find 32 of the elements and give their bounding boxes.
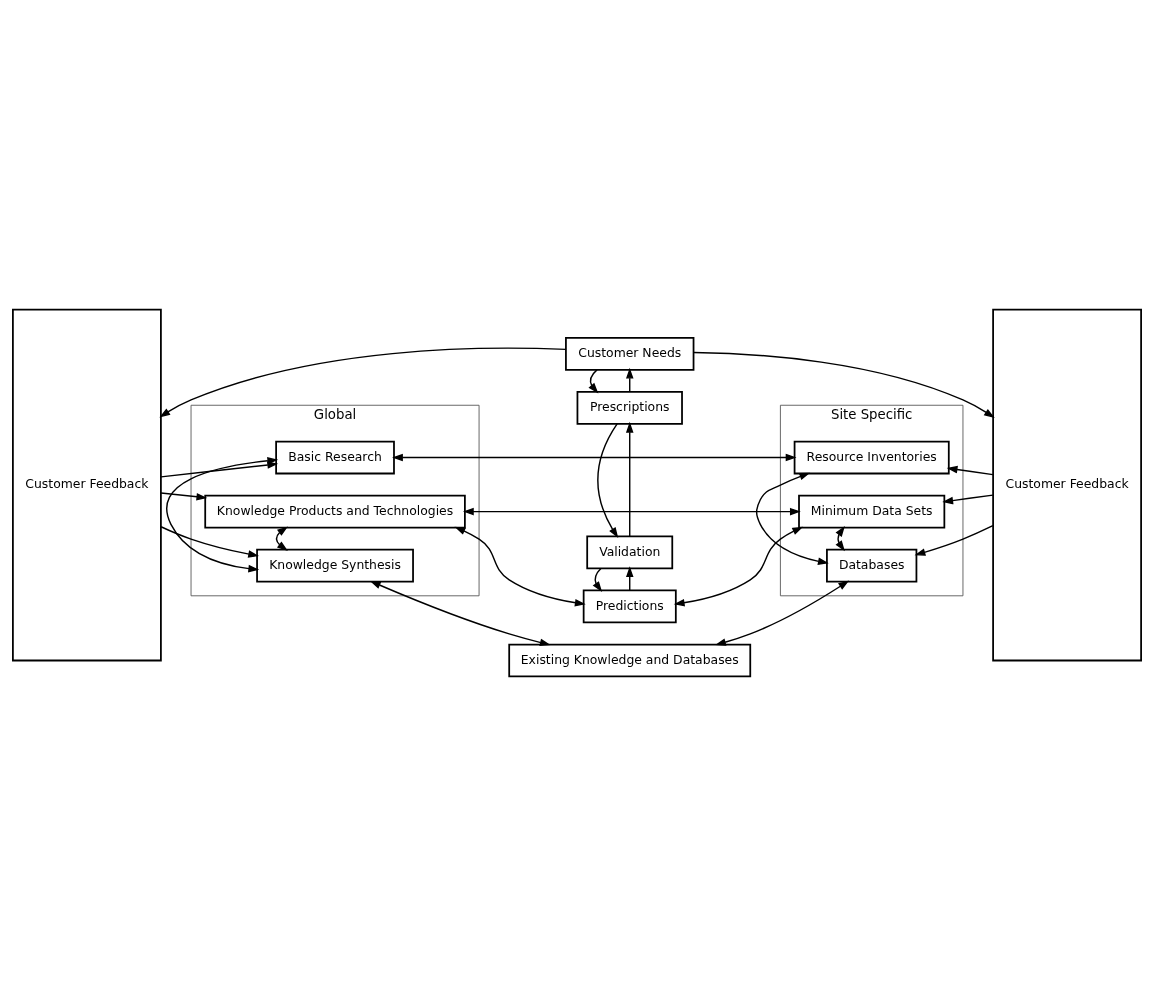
arrow: [160, 491, 208, 501]
arrow: [454, 526, 586, 606]
node-box: Customer Feedback: [992, 308, 1142, 661]
arrow: [914, 524, 994, 556]
node-box: Knowledge Synthesis: [256, 548, 414, 582]
arrow: [597, 422, 619, 538]
node-box: Predictions: [582, 589, 677, 623]
arrow: [693, 351, 995, 418]
node-box: Prescriptions: [576, 390, 683, 425]
arrow: [942, 493, 994, 504]
arrow: [946, 465, 994, 475]
node-box: Minimum Data Sets: [798, 494, 946, 528]
arrow: [160, 460, 279, 478]
arrow: [625, 421, 634, 537]
arrow: [275, 525, 288, 551]
node-box: Customer Needs: [565, 336, 695, 371]
node-box: Databases: [826, 548, 918, 582]
node-box: Resource Inventories: [793, 440, 950, 474]
arrow: [673, 526, 804, 606]
node-box: Knowledge Products and Technologies: [204, 494, 466, 528]
arrow: [715, 580, 850, 646]
node-box: Existing Knowledge and Databases: [508, 643, 752, 677]
arrow: [588, 368, 599, 393]
node-box: Validation: [586, 535, 674, 569]
arrow: [369, 580, 551, 646]
arrow: [755, 472, 829, 565]
arrow: [392, 453, 797, 461]
node-box: Basic Research: [275, 440, 395, 474]
node-box: Customer Feedback: [12, 308, 162, 661]
arrow: [462, 507, 801, 515]
arrow: [160, 525, 260, 558]
arrow: [159, 347, 567, 417]
